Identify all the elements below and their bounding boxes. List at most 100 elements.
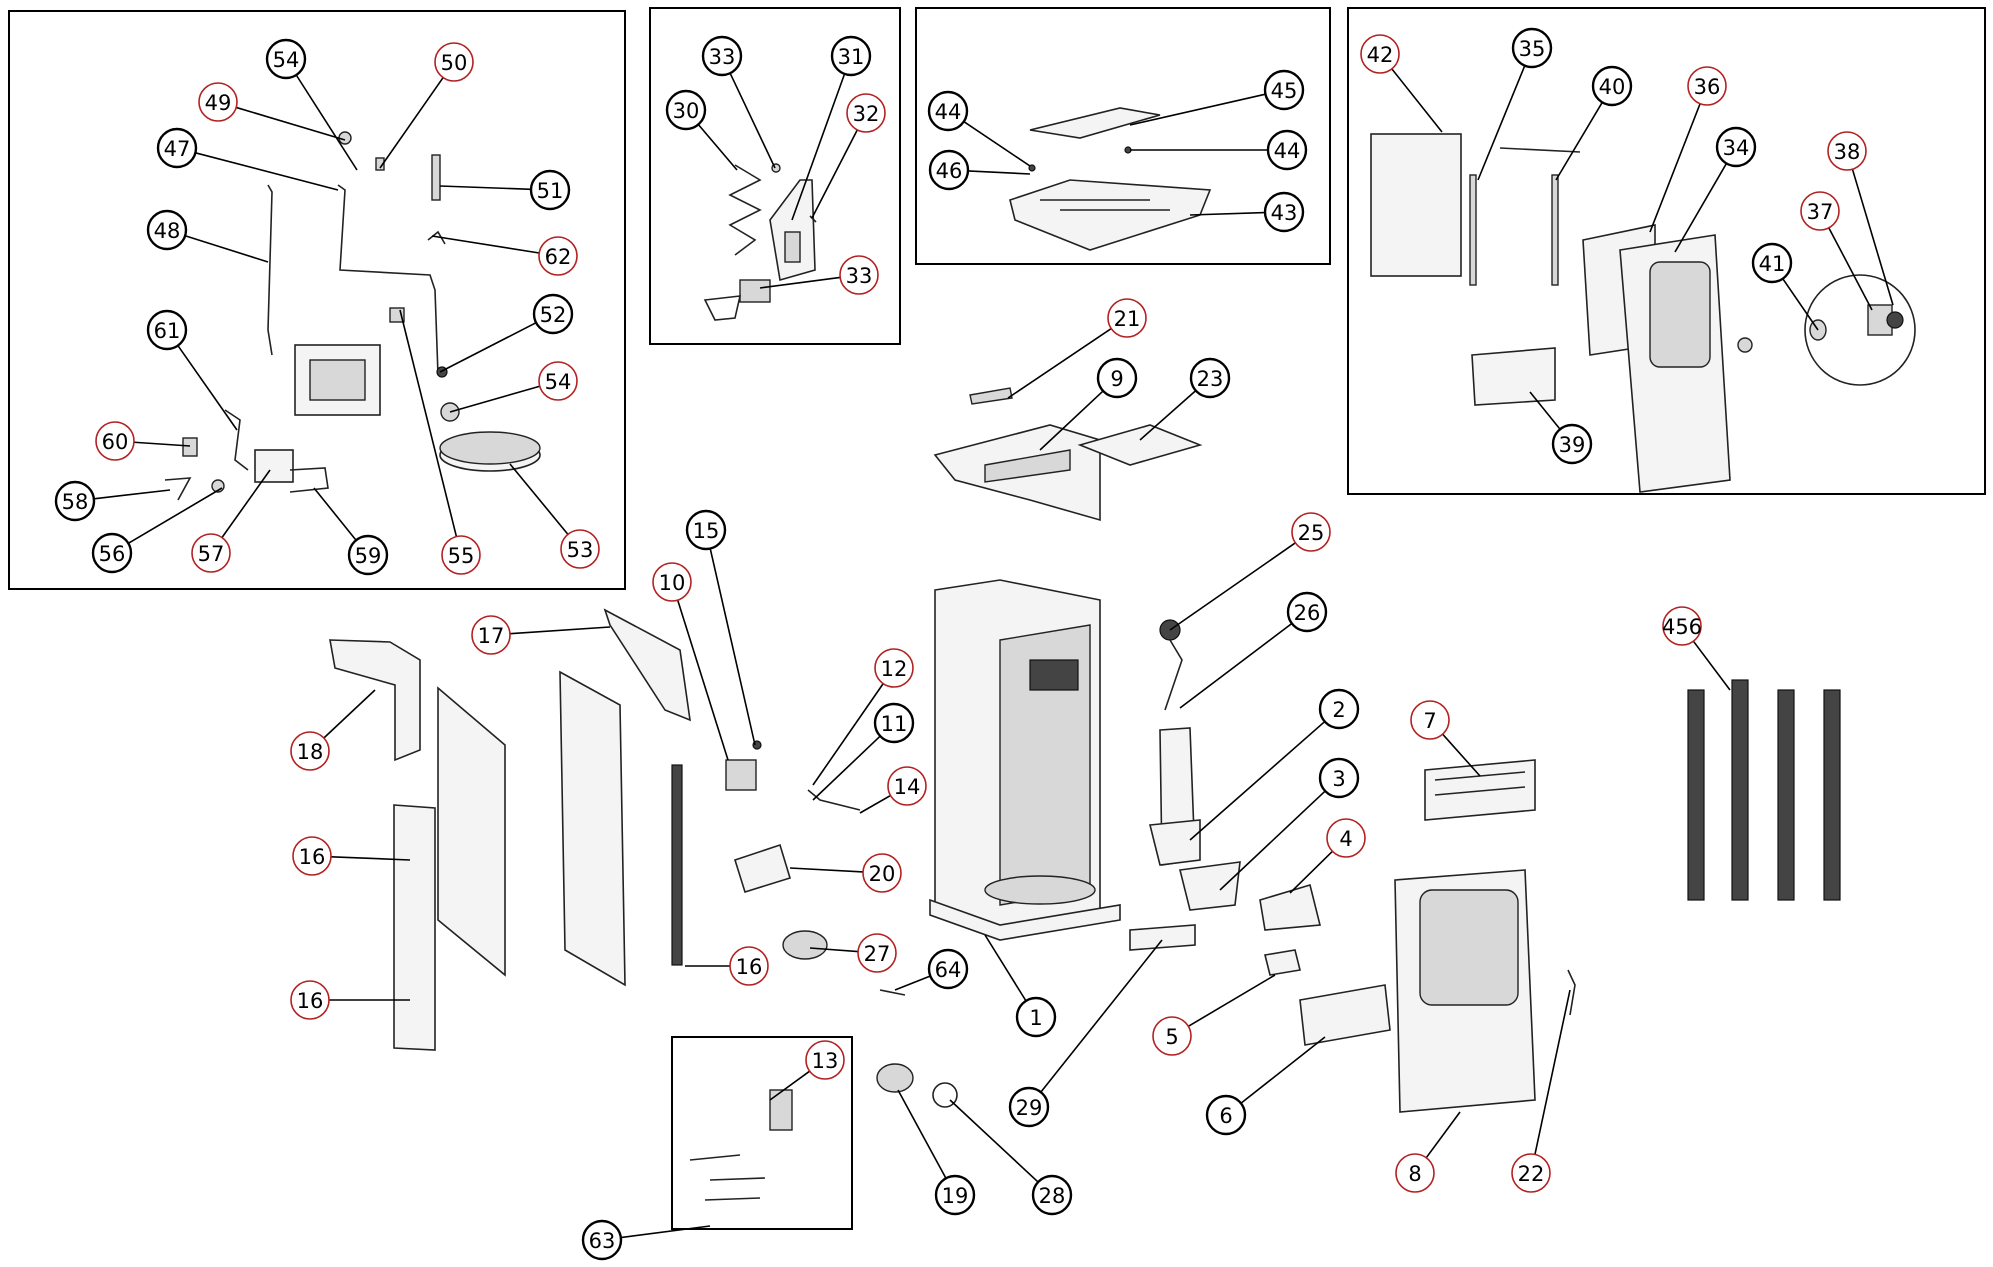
callout-33: 33	[839, 255, 879, 295]
part-drawings-main	[329, 387, 1841, 1201]
callout-label: 40	[1599, 75, 1626, 99]
leader-line-30	[697, 123, 738, 171]
part-fitting-50	[375, 157, 385, 171]
leader-line-10	[676, 599, 729, 761]
leader-line-63	[620, 1225, 711, 1239]
part-seal-35	[1469, 174, 1477, 286]
callout-circle	[292, 836, 332, 876]
callout-46: 46	[928, 149, 970, 191]
callout-label: 4	[1339, 827, 1352, 851]
callout-circle	[1107, 298, 1147, 338]
part-rod-26	[1164, 639, 1183, 711]
leader-line-16	[330, 855, 411, 861]
part-top-trim-17	[603, 608, 691, 722]
part-top-cover-43	[1009, 179, 1212, 251]
callout-label: 48	[154, 219, 181, 243]
leader-line-19	[897, 1089, 947, 1179]
frame-top-cover-assembly	[915, 7, 1331, 265]
part-elbow-60	[182, 437, 198, 457]
leader-line-38	[1851, 168, 1894, 306]
leader-line-45	[1129, 93, 1266, 126]
leader-line-13	[769, 1070, 811, 1101]
leader-line-4	[1289, 850, 1334, 894]
leader-line-12	[812, 683, 884, 786]
callout-35: 35	[1511, 27, 1553, 69]
callout-circle	[934, 1174, 976, 1216]
callout-label: 54	[273, 48, 300, 72]
leader-line-37	[1828, 227, 1873, 311]
part-grille-7	[1424, 759, 1536, 821]
callout-456: 456	[1662, 606, 1702, 646]
leader-line-33	[729, 72, 776, 169]
callout-58: 58	[54, 480, 96, 522]
leader-line-34	[1674, 163, 1728, 253]
callout-label: 10	[659, 571, 686, 595]
leader-line-22	[1534, 989, 1571, 1155]
callout-circle	[560, 529, 600, 569]
leader-line-32	[811, 129, 859, 219]
callout-30: 30	[665, 89, 707, 131]
callout-19: 19	[934, 1174, 976, 1216]
part-spring-4	[1823, 689, 1841, 901]
callout-label: 19	[942, 1184, 969, 1208]
callout-label: 22	[1518, 1162, 1545, 1186]
callout-label: 3	[1332, 767, 1345, 791]
callout-1: 1	[1015, 996, 1057, 1038]
callout-circle	[1152, 1016, 1192, 1056]
callout-12: 12	[874, 648, 914, 688]
callout-label: 2	[1332, 698, 1345, 722]
callout-17: 17	[471, 615, 511, 655]
part-door-8-window	[1419, 889, 1519, 1006]
callout-circle	[1511, 27, 1553, 69]
callout-56: 56	[91, 532, 133, 574]
part-box-2	[1148, 819, 1201, 866]
part-control-board-13	[769, 1089, 793, 1131]
part-hose-61	[224, 409, 249, 471]
leader-line-9	[1039, 390, 1104, 451]
callout-62: 62	[538, 236, 578, 276]
callout-label: 21	[1114, 307, 1141, 331]
callout-54: 54	[265, 38, 307, 80]
leader-line-26	[1179, 622, 1293, 709]
part-valve-block	[294, 344, 381, 416]
callout-circle	[830, 35, 872, 77]
part-burn-pot-rim	[439, 431, 541, 465]
callout-label: 45	[1271, 79, 1298, 103]
part-switch-5	[1264, 949, 1301, 976]
callout-label: 33	[709, 45, 736, 69]
callout-label: 25	[1298, 521, 1325, 545]
leader-line-3	[1219, 790, 1326, 891]
part-box-6	[1299, 984, 1391, 1046]
frame-auger-assembly	[649, 7, 901, 345]
part-latch-detail-circle	[1804, 274, 1916, 386]
callout-label: 8	[1408, 1162, 1421, 1186]
callout-label: 6	[1219, 1104, 1232, 1128]
callout-circle	[441, 535, 481, 575]
callout-circle	[532, 293, 574, 335]
part-handle-22	[1567, 969, 1576, 1016]
part-fitting-58	[164, 477, 192, 501]
leader-line-48	[184, 234, 269, 263]
leader-line-17	[509, 626, 611, 635]
part-seal-40	[1551, 174, 1559, 286]
callout-circle	[146, 309, 188, 351]
leader-line-11	[812, 735, 881, 801]
part-motor-20	[734, 843, 791, 894]
callout-15: 15	[685, 509, 727, 551]
callout-44: 44	[1266, 129, 1308, 171]
callout-circle	[857, 933, 897, 973]
callout-28: 28	[1031, 1174, 1073, 1216]
callout-11: 11	[873, 702, 915, 744]
leader-line-23	[1139, 389, 1197, 441]
callout-16: 16	[292, 836, 332, 876]
callout-label: 7	[1423, 709, 1436, 733]
callout-circle	[887, 766, 927, 806]
callout-43: 43	[1263, 191, 1305, 233]
callout-label: 46	[936, 159, 963, 183]
callout-circle	[927, 948, 969, 990]
callout-label: 52	[540, 303, 567, 327]
leader-line-25	[1169, 542, 1296, 631]
part-sensor-11-12-14	[807, 789, 861, 811]
callout-51: 51	[529, 169, 571, 211]
callout-label: 37	[1807, 200, 1834, 224]
